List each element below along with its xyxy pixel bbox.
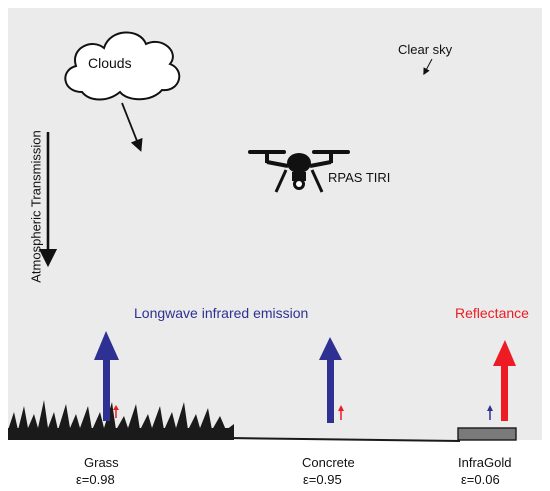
surface-grass-emissivity: ε=0.98 xyxy=(76,472,115,487)
emission-legend: Longwave infrared emission xyxy=(134,305,309,321)
grass-icon xyxy=(8,400,234,440)
concrete-emission-arrow-head xyxy=(319,337,342,360)
clouds-label: Clouds xyxy=(88,55,132,71)
surface-concrete-emissivity: ε=0.95 xyxy=(303,472,342,487)
concrete-emission-arrow-shaft xyxy=(327,357,334,423)
cloud-icon xyxy=(64,31,181,101)
surface-grass-name: Grass xyxy=(84,455,119,470)
grass-emission-arrow-shaft xyxy=(103,357,110,421)
reflectance-legend: Reflectance xyxy=(455,305,529,321)
grass-reflectance-arrow-head xyxy=(113,405,119,410)
concrete-reflectance-arrow-head xyxy=(338,405,344,411)
infragold-reflectance-arrow-head xyxy=(493,340,516,366)
grass-emission-arrow-head xyxy=(94,331,119,360)
surface-concrete-name: Concrete xyxy=(302,455,355,470)
infragold-reflectance-arrow-shaft xyxy=(501,363,508,421)
rpas-label: RPAS TIRI xyxy=(328,170,391,185)
drone-icon xyxy=(248,150,350,193)
ground-line xyxy=(229,437,461,442)
infragold-emission-arrow-head xyxy=(487,405,493,411)
clear-sky-arrow xyxy=(423,58,433,76)
cloud-arrow xyxy=(121,102,143,152)
infragold-plate xyxy=(457,427,517,441)
surface-infragold-emissivity: ε=0.06 xyxy=(461,472,500,487)
clear-sky-label: Clear sky xyxy=(398,42,453,57)
surface-infragold-name: InfraGold xyxy=(458,455,512,470)
atmospheric-transmission-label: Atmospheric Transmission xyxy=(28,130,44,283)
